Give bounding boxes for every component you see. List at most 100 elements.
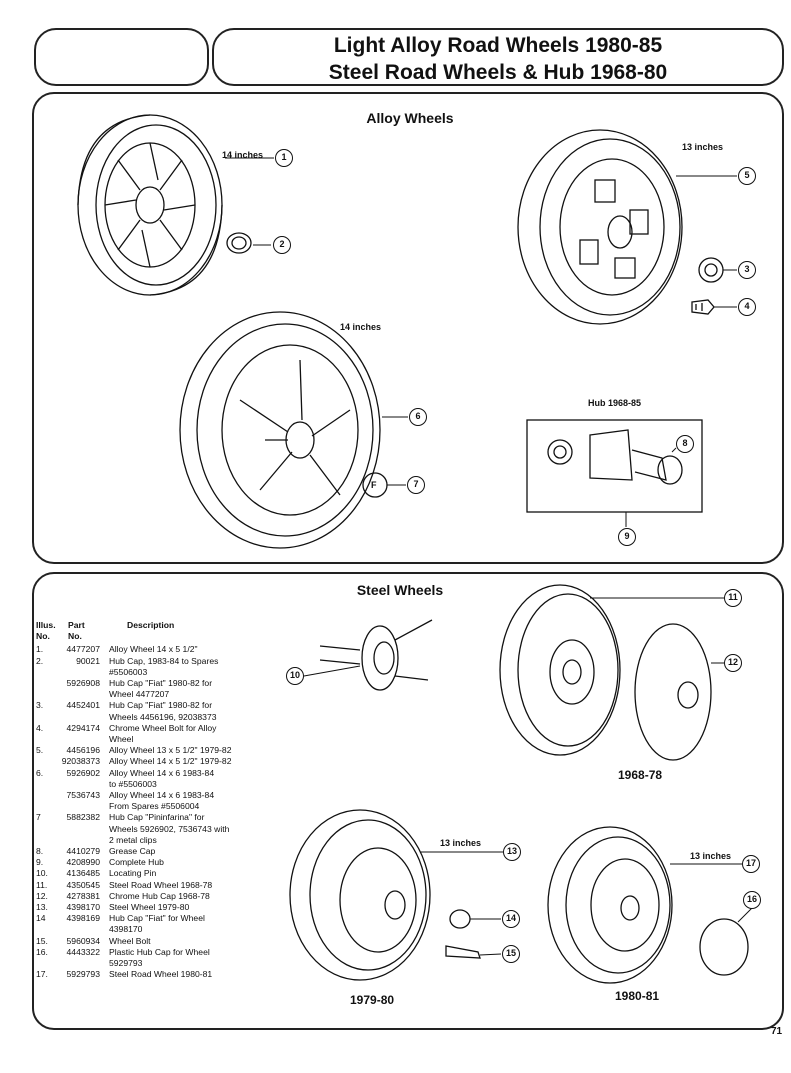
row-illus: 5. [36,745,44,756]
row-illus [36,824,56,835]
row-illus [36,712,56,723]
row-illus [36,801,56,812]
row-illus [36,734,56,745]
row-part-no [56,835,109,846]
row-description: 5929793 [109,958,143,969]
row-description: Wheel [109,734,134,745]
table-row: #5506003 [36,667,280,678]
row-illus: 7 [36,812,41,823]
callout-15: 15 [502,945,520,963]
row-part-no: 90021 [76,655,100,666]
row-illus: 1. [36,644,44,655]
alloy-wheel-6-drawing [179,311,381,549]
row-description: Chrome Hub Cap 1968-78 [109,890,210,901]
row-part-no [56,924,109,935]
hub-cap-14-drawing [449,909,471,929]
table-row: 14 4398169 Hub Cap "Fiat" for Wheel [36,913,280,924]
header-no-1: No. [36,631,50,642]
row-description: #5506003 [109,666,148,677]
row-description: 2 metal clips [109,834,157,845]
row-description: Hub Cap "Pininfarina" for [109,812,205,823]
hub-assembly-drawing [547,429,683,485]
header-part: Part [68,620,85,630]
title-line-2: Steel Road Wheels & Hub 1968-80 [328,61,668,84]
steel-wheel-11-drawing [499,584,621,756]
row-part-no [56,734,109,745]
year-label-1980-81: 1980-81 [615,989,660,1003]
table-row: 4398170 [36,924,280,935]
alloy-wheel-1-drawing [77,114,223,296]
row-part-no: 4456196 [66,745,100,756]
table-row: 1. 4477207 Alloy Wheel 14 x 5 1/2" [36,644,280,655]
row-description: Wheel Bolt [109,935,151,946]
row-illus: 8. [36,846,44,857]
row-illus [36,958,56,969]
alloy-wheel-5-drawing [517,129,683,325]
row-illus: 17. [36,969,48,980]
callout-13: 13 [503,843,521,861]
row-illus: 12. [36,890,48,901]
row-part-no: 4136485 [66,868,100,879]
row-part-no: 4350545 [66,879,100,890]
row-part-no: 4477207 [66,644,100,655]
row-description: Steel Road Wheel 1980-81 [109,969,213,980]
row-description: Hub Cap "Fiat" for Wheel [109,913,205,924]
row-part-no: 4398169 [66,913,100,924]
page-number: 71 [771,1026,783,1037]
row-part-no: 5926902 [66,767,100,778]
steel-section-title: Steel Wheels [356,582,444,598]
row-illus: 15. [36,935,48,946]
row-illus: 16. [36,946,48,957]
table-row: Wheels 5926902, 7536743 with [36,824,280,835]
row-illus [36,779,56,790]
table-row: Wheels 4456196, 92038373 [36,712,280,723]
wheel-bolt-15-drawing [445,945,481,959]
hub-cap-3-drawing [698,257,724,283]
row-illus: 4. [36,722,44,733]
wheel-bolt-4-drawing [691,299,715,315]
callout-leaders [225,157,753,956]
row-description: Wheels 4456196, 92038373 [109,711,217,722]
wheel-6-size-label: 14 inches [340,322,382,332]
steel-wheels-panel [32,572,784,1030]
row-description: Alloy Wheel 14 x 6 1983-84 [109,790,215,801]
row-description: From Spares #5506004 [109,801,200,812]
row-description: Alloy Wheel 14 x 5 1/2" 1979-82 [109,756,232,767]
row-part-no: 4278381 [66,890,100,901]
callout-14: 14 [502,910,520,928]
row-part-no: 4410279 [66,846,100,857]
parts-list: Illus. Part Description No. No. 1.447720… [36,620,280,981]
callout-7: 7 [407,476,425,494]
row-illus [36,835,56,846]
row-part-no [56,689,109,700]
row-part-no [56,712,109,723]
row-description: Alloy Wheel 14 x 5 1/2" [109,644,198,655]
row-illus: 9. [36,857,44,868]
table-row: 2 metal clips [36,835,280,846]
table-row: 15. 5960934 Wheel Bolt [36,936,280,947]
locating-pin-10-drawing [319,619,433,691]
wheel-1-size-label: 14 inches [222,150,264,160]
hub-cap-2-drawing [226,232,252,254]
header-description: Description [127,620,175,630]
row-illus: 14 [36,913,46,924]
row-part-no: 4294174 [66,722,100,733]
callout-17: 17 [742,855,760,873]
wheel-5-size-label: 13 inches [682,142,724,152]
row-description: Alloy Wheel 13 x 5 1/2" 1979-82 [109,745,232,756]
row-illus: 2. [36,655,44,666]
wheel-17-size-label: 13 inches [690,851,732,861]
row-part-no: 7536743 [66,790,100,801]
row-description: Steel Wheel 1979-80 [109,902,190,913]
page-title: Light Alloy Road Wheels 1980-85 Steel Ro… [214,32,782,86]
table-row: 5929793 [36,958,280,969]
hub-cap-7-letter: F [371,480,377,490]
table-row: 7536743 Alloy Wheel 14 x 6 1983-84 [36,790,280,801]
row-description: Steel Road Wheel 1968-78 [109,879,213,890]
row-part-no: 5960934 [66,935,100,946]
